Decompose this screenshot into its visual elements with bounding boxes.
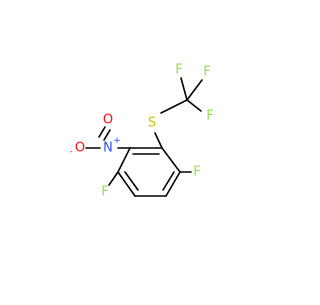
atom-cf3-f2: F [203,65,210,80]
atom-f-bottom-left: F [101,185,108,200]
molecule-diagram: F F S F F F N + O O - [69,63,213,200]
atom-f-top-right: F [193,165,200,180]
atom-n-charge: + [113,136,121,146]
bond-c3-f [108,171,119,186]
bond-c-f2 [186,79,203,101]
bond-c5-c6 [165,171,181,197]
bond-c3-c4 [117,171,136,197]
atom-cf3-f3: F [206,109,213,124]
bond-c3-c4-inner [124,171,139,191]
atom-o-double: O [103,113,113,128]
atom-o-charge: - [69,147,72,157]
bond-s-c [160,99,188,114]
bond-c6-c1 [161,147,181,173]
bond-c-f1 [180,77,188,101]
atom-o-single: O [75,141,85,156]
atom-s: S [148,116,156,131]
molecule-structure: F F S F F F N + O O - [69,63,213,200]
bond-c-f3 [186,99,202,112]
bond-c1-s [154,132,163,149]
benzene-ring [117,147,181,197]
bond-c5-c6-inner [162,171,175,191]
atom-cf3-f1: F [175,63,182,78]
bond-n-o-double-b [98,126,106,138]
bond-n-o-double-a [103,129,111,141]
atom-n-nitro: N [103,141,113,156]
bond-c2-c3 [117,147,131,173]
